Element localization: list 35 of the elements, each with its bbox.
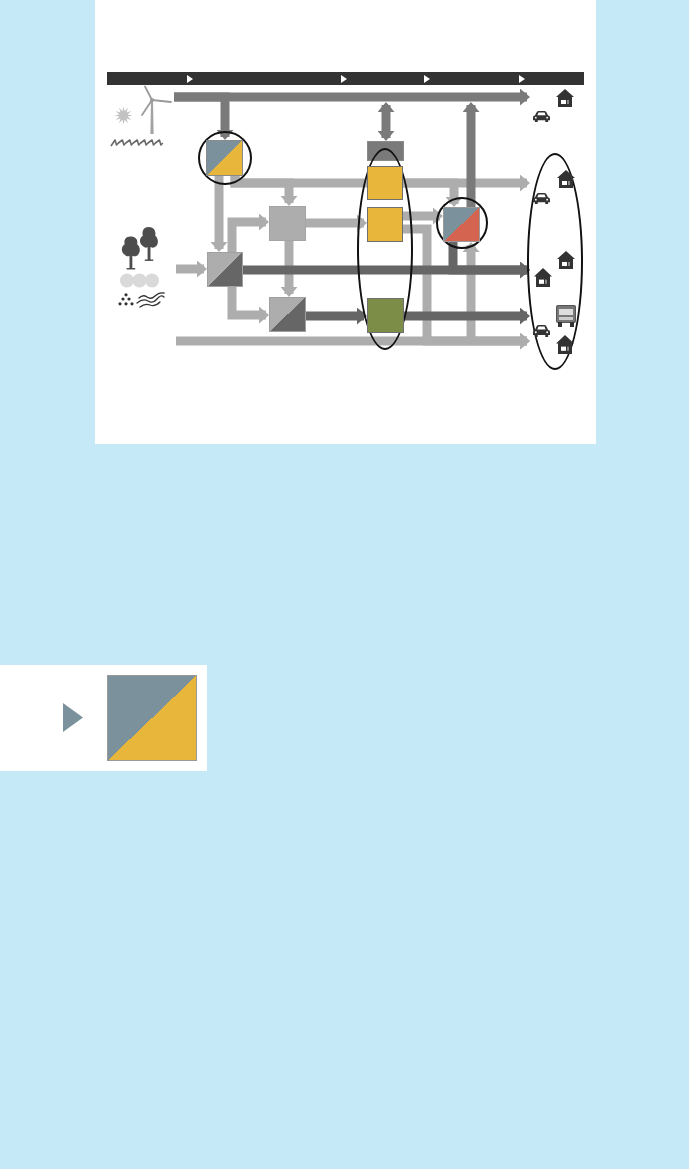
process-box <box>367 141 404 161</box>
highlight-circle <box>436 197 488 249</box>
grouping-ellipse <box>527 153 583 370</box>
arrow <box>227 213 269 252</box>
house-car-icon <box>530 88 576 124</box>
split-square <box>206 140 243 176</box>
arrow <box>174 92 234 140</box>
process-box <box>269 206 306 241</box>
arrow <box>404 307 530 325</box>
arrow <box>176 332 530 350</box>
highlight-circle <box>198 131 252 185</box>
arrow <box>306 214 367 232</box>
process-box <box>367 207 403 242</box>
split-square <box>207 252 243 287</box>
grouping-ellipse <box>357 148 413 350</box>
double-arrow <box>377 102 395 141</box>
house-car-icon <box>530 169 576 205</box>
process-box <box>367 298 404 333</box>
arrow <box>462 242 480 337</box>
arrow <box>227 287 269 324</box>
arrow <box>462 102 480 207</box>
arrow <box>280 241 298 297</box>
truck-car-house-icon <box>530 304 577 355</box>
split-square <box>443 207 480 242</box>
process-box <box>367 166 403 200</box>
arrow <box>176 260 207 278</box>
arrow <box>403 174 530 192</box>
split-square <box>107 675 197 761</box>
arrow <box>230 176 298 206</box>
arrow <box>306 307 367 325</box>
sun-wind-turbine-icon <box>110 86 174 148</box>
arrow <box>448 242 530 279</box>
arrow <box>403 207 443 225</box>
arrow <box>210 176 228 252</box>
split-square <box>269 297 306 332</box>
